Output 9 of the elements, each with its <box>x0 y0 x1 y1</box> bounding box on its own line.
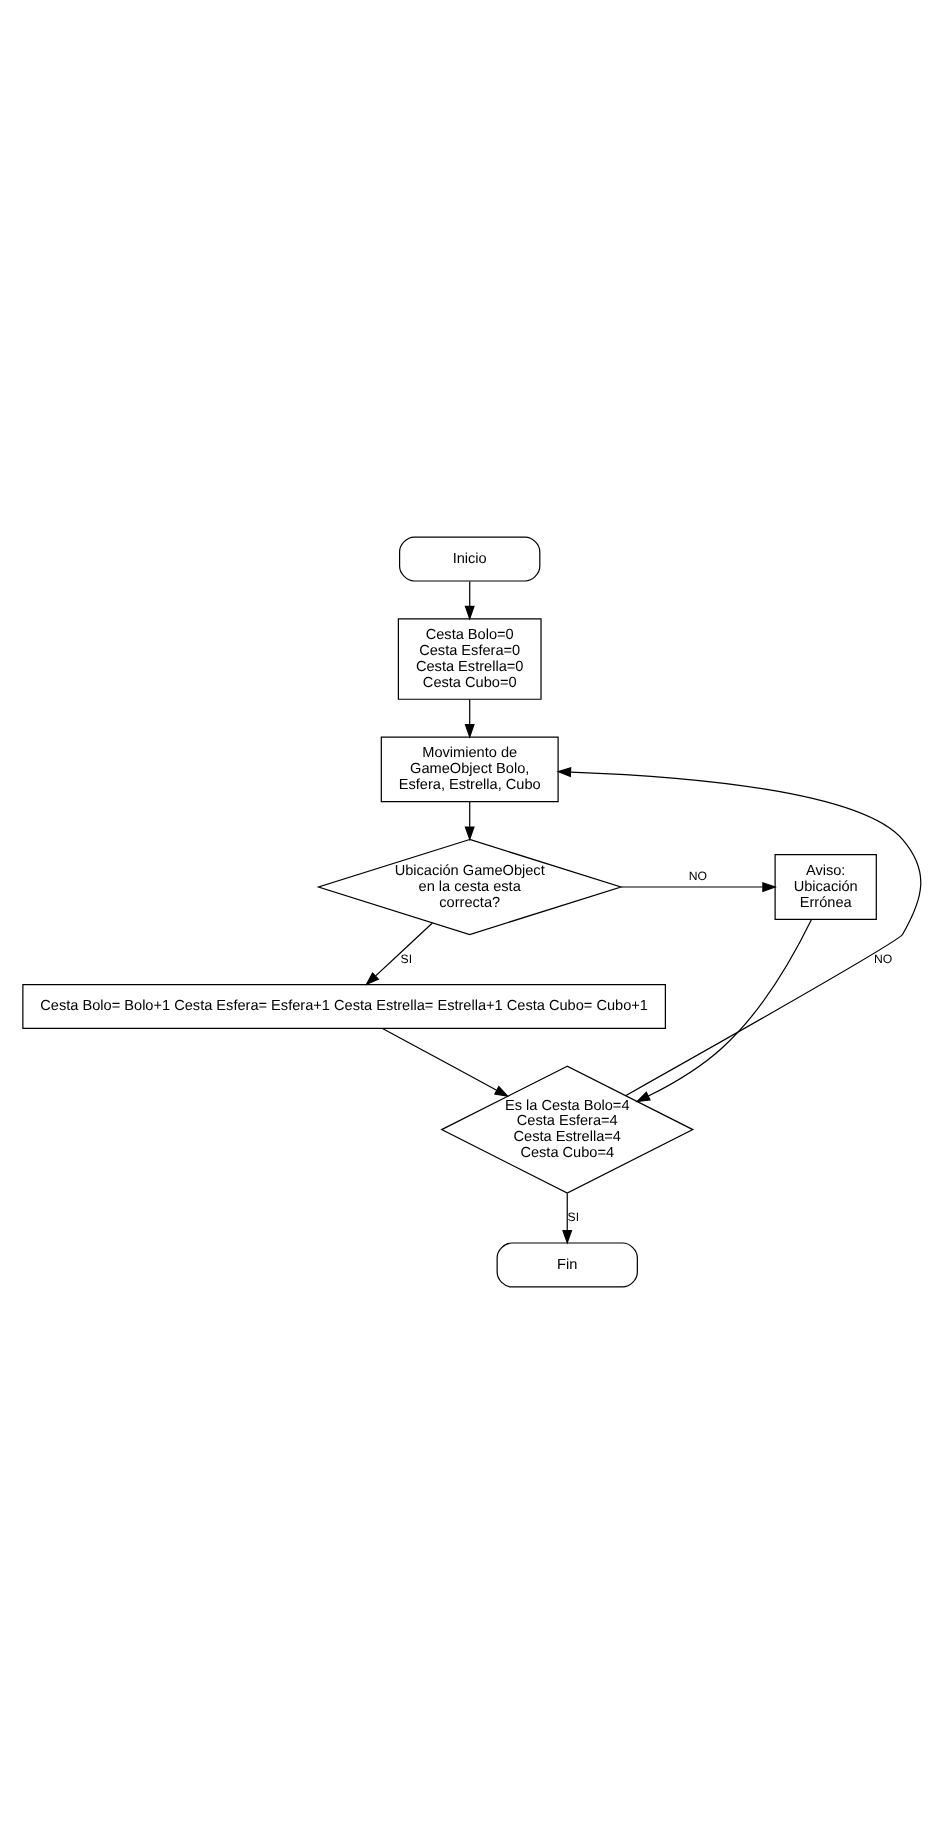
arrow <box>463 800 474 841</box>
arrow <box>555 765 921 1096</box>
arrow <box>634 917 812 1102</box>
arrow <box>619 880 776 892</box>
arrow <box>463 579 474 620</box>
arrow <box>364 921 432 985</box>
arrow <box>561 1191 572 1244</box>
arrow <box>463 697 474 738</box>
arrow <box>380 1026 509 1096</box>
